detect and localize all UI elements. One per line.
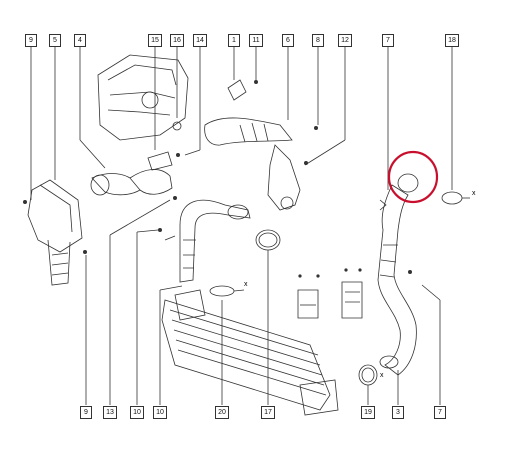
callout-20-bottom: 20: [215, 406, 229, 419]
callout-15-top: 15: [148, 34, 162, 47]
callout-13-bottom: 13: [103, 406, 117, 419]
callout-5-top: 5: [49, 34, 61, 47]
callout-9-top: 9: [25, 34, 37, 47]
callout-16-top: 16: [170, 34, 184, 47]
axis-mark: x: [472, 190, 476, 197]
callout-14-top: 14: [193, 34, 207, 47]
callout-9-bottom: 9: [80, 406, 92, 419]
callout-1-top: 1: [228, 34, 240, 47]
callout-4-top: 4: [74, 34, 86, 47]
callout-19-bottom: 19: [361, 406, 375, 419]
axis-mark: x: [244, 281, 248, 288]
callout-8-top: 8: [312, 34, 324, 47]
callout-11-top: 11: [249, 34, 263, 47]
callout-10-bottom: 10: [130, 406, 144, 419]
callout-12-top: 12: [338, 34, 352, 47]
callout-18-top: 18: [445, 34, 459, 47]
axis-mark: x: [380, 372, 384, 379]
callout-7-bottom: 7: [434, 406, 446, 419]
callout-3-bottom: 3: [392, 406, 404, 419]
callout-17-bottom: 17: [261, 406, 275, 419]
callout-10-bottom: 10: [153, 406, 167, 419]
callout-7-top: 7: [382, 34, 394, 47]
callout-6-top: 6: [282, 34, 294, 47]
